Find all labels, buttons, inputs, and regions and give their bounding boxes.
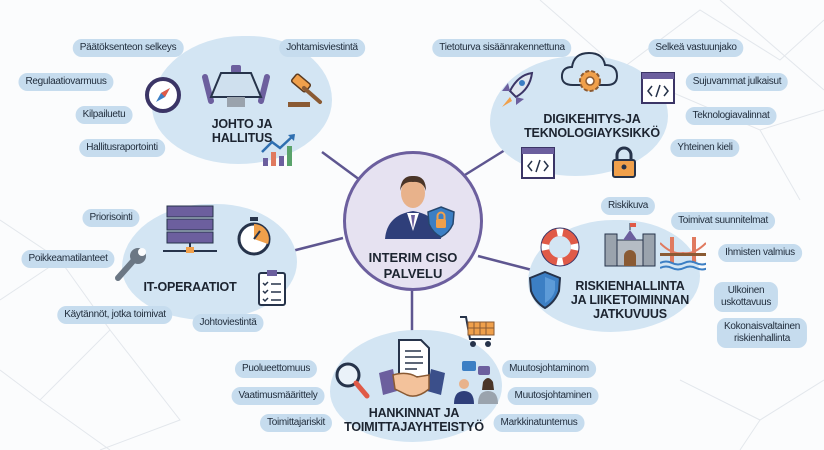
rocket-icon	[502, 71, 534, 107]
title-line: HALLITUS	[211, 131, 273, 145]
bubble-kilpailuetu: Kilpailuetu	[75, 106, 133, 124]
bubble-toimivat-suunnitelmat: Toimivat suunnitelmat	[671, 212, 775, 230]
bubble-regulaatiovarmuus: Regulaatiovarmuus	[18, 73, 114, 91]
center-title-line2: PALVELU	[383, 266, 443, 281]
bubble-markkinatuntemus: Markkinatuntemus	[493, 414, 585, 432]
wrench-icon	[115, 248, 146, 281]
security-shield-lock-icon	[427, 206, 455, 238]
executive-person-icon	[385, 175, 441, 239]
bubble-paatoksenteon-selkeys: Päätöksenteon selkeys	[72, 39, 184, 57]
bubble-kokonaisvaltainen-riskienhallinta: Kokonaisvaltainen riskienhallinta	[716, 318, 808, 348]
bubble-priorisointi: Priorisointi	[82, 209, 140, 227]
title-line: JA LIIKETOIMINNAN	[570, 293, 690, 307]
lifebuoy-icon	[540, 227, 580, 267]
cluster-riski-title: RISKIENHALLINTA JA LIIKETOIMINNAN JATKUV…	[571, 279, 689, 321]
castle-icon	[604, 223, 656, 267]
bubble-kaytannot-jotka-toimivat: Käytännöt, jotka toimivat	[57, 306, 173, 324]
bubble-line: uskottavuus	[720, 297, 772, 308]
title-line: HANKINNAT JA	[368, 406, 460, 420]
bubble-ihmisten-valmius: Ihmisten valmius	[718, 244, 802, 262]
bubble-sujuvammat-julkaisut: Sujuvammat julkaisut	[685, 73, 789, 91]
shopping-cart-icon	[460, 316, 495, 347]
bubble-ulkoinen-uskottavuus: Ulkoinen uskottavuus	[713, 282, 779, 312]
bubble-tietoturva-sisaanrakennettuna: Tietoturva sisäänrakennettuna	[432, 39, 572, 57]
title-line: RISKIENHALLINTA	[575, 279, 685, 293]
code-window-icon	[641, 72, 675, 104]
bubble-muutosjohtaminom: Muutosjohtaminom	[502, 360, 596, 378]
server-rack-icon	[163, 205, 217, 253]
cloud-gear-icon	[560, 51, 619, 92]
stopwatch-icon	[237, 217, 271, 256]
people-conversation-icon	[454, 361, 498, 404]
center-title-line1: INTERIM CISO	[368, 250, 458, 265]
center-title: INTERIM CISO PALVELU	[369, 250, 458, 282]
title-line: JOHTO JA	[211, 117, 273, 131]
title-line: DIGIKEHITYS-JA	[543, 112, 641, 126]
bubble-yhteinen-kieli: Yhteinen kieli	[670, 139, 740, 157]
bubble-line: riskienhallinta	[733, 333, 791, 344]
title-line: IT-OPERAATIOT	[143, 280, 237, 294]
bridge-icon	[660, 237, 706, 271]
gavel-icon	[288, 73, 322, 107]
title-line: TOIMITTAJAYHTEISTYÖ	[344, 420, 484, 434]
growth-chart-icon	[261, 134, 295, 166]
cluster-hankinnat-title: HANKINNAT JA TOIMITTAJAYHTEISTYÖ	[344, 406, 484, 434]
bubble-riskikuva: Riskikuva	[600, 197, 656, 215]
bubble-line: Kokonaisvaltainen	[723, 321, 801, 332]
bubble-johtoviestinta: Johtoviestintä	[192, 314, 264, 332]
center-node-interim-ciso[interactable]: INTERIM CISO PALVELU	[343, 151, 483, 291]
bubble-line: Ulkoinen	[727, 285, 765, 296]
bubble-johtamisviestinta: Johtamisviestintä	[279, 39, 365, 57]
padlock-icon	[612, 146, 636, 178]
bubble-poikkeamatilanteet: Poikkeamatilanteet	[21, 250, 115, 268]
code-window-icon	[521, 147, 555, 179]
bubble-toimittajariskit: Toimittajariskit	[260, 414, 332, 432]
shield-icon	[529, 271, 561, 309]
bubble-vaatimusmaarittely: Vaatimusmäärittely	[231, 387, 325, 405]
bubble-puolueettomuus: Puolueettomuus	[234, 360, 318, 378]
contract-handshake-icon	[379, 339, 445, 397]
bubble-muutosjohtaminen: Muutosjohtaminen	[507, 387, 599, 405]
checklist-clipboard-icon	[258, 270, 286, 306]
compass-icon	[145, 77, 181, 113]
title-line: JATKUVUUS	[593, 307, 667, 321]
title-line: TEKNOLOGIAYKSIKKÖ	[524, 126, 660, 140]
cluster-johto-title: JOHTO JA HALLITUS	[212, 117, 273, 145]
connectors	[291, 148, 533, 332]
bubble-teknologiavalinnat: Teknologiavalinnat	[685, 107, 777, 125]
boardroom-table-icon	[202, 65, 270, 107]
magnifier-icon	[335, 362, 370, 399]
cluster-it-title: IT-OPERAATIOT	[144, 280, 237, 294]
bubble-hallitusraportointi: Hallitusraportointi	[79, 139, 165, 157]
bubble-selkea-vastuunjako: Selkeä vastuunjako	[648, 39, 744, 57]
cluster-digi-title: DIGIKEHITYS-JA TEKNOLOGIAYKSIKKÖ	[524, 112, 660, 140]
